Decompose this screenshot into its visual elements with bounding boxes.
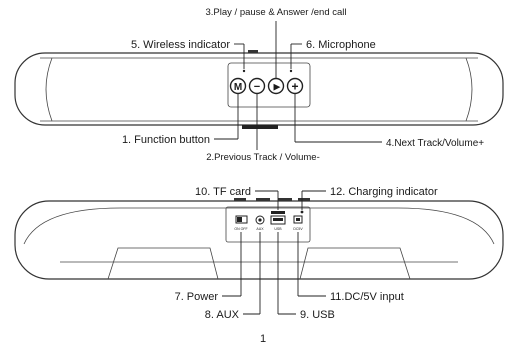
function-button-glyph: M (234, 82, 242, 93)
dc-input-port[interactable] (293, 215, 303, 224)
page-number: 1 (260, 333, 266, 345)
label-previous-track: 2.Previous Track / Volume- (206, 152, 320, 163)
back-foot-right (299, 247, 411, 280)
front-stand (242, 125, 278, 129)
label-wireless-indicator: 5. Wireless indicator (131, 39, 230, 51)
back-foot-left (107, 247, 219, 280)
control-panel (227, 62, 311, 108)
aux-port[interactable] (255, 215, 265, 225)
label-usb: 9. USB (300, 309, 335, 321)
port-panel (225, 206, 311, 243)
label-tf-card: 10. TF card (195, 186, 251, 198)
usb-port[interactable] (270, 215, 286, 225)
charging-indicator-dot (300, 210, 304, 214)
microphone-dot (289, 69, 293, 73)
power-switch[interactable] (235, 215, 248, 224)
tf-card-slot[interactable] (271, 211, 285, 214)
label-charging-indicator: 12. Charging indicator (330, 186, 438, 198)
label-microphone: 6. Microphone (306, 39, 376, 51)
wireless-indicator-dot (242, 69, 246, 73)
front-view: M − ▶ + 3.Play / pause & Answer /end cal… (14, 7, 504, 163)
label-aux: 8. AUX (205, 309, 240, 321)
label-next-track: 4.Next Track/Volume+ (386, 138, 484, 149)
back-view: ON OFF AUX USB DC5V (14, 186, 504, 321)
aux-mark: AUX (256, 227, 264, 231)
back-speaker-body (14, 200, 504, 280)
previous-track-glyph: − (254, 81, 260, 93)
previous-track-button[interactable]: − (248, 77, 266, 95)
next-track-glyph: + (291, 80, 298, 94)
play-pause-button[interactable]: ▶ (267, 77, 285, 95)
label-power: 7. Power (175, 291, 219, 303)
next-track-button[interactable]: + (286, 77, 304, 95)
function-button[interactable]: M (229, 77, 247, 95)
label-play-pause: 3.Play / pause & Answer /end call (206, 7, 347, 18)
label-function-button: 1. Function button (122, 134, 210, 146)
play-pause-glyph: ▶ (274, 82, 281, 92)
dc-mark: DC5V (293, 227, 303, 231)
switch-mark: ON OFF (234, 227, 247, 231)
label-dc-input: 11.DC/5V input (330, 291, 404, 303)
usb-mark: USB (274, 227, 282, 231)
